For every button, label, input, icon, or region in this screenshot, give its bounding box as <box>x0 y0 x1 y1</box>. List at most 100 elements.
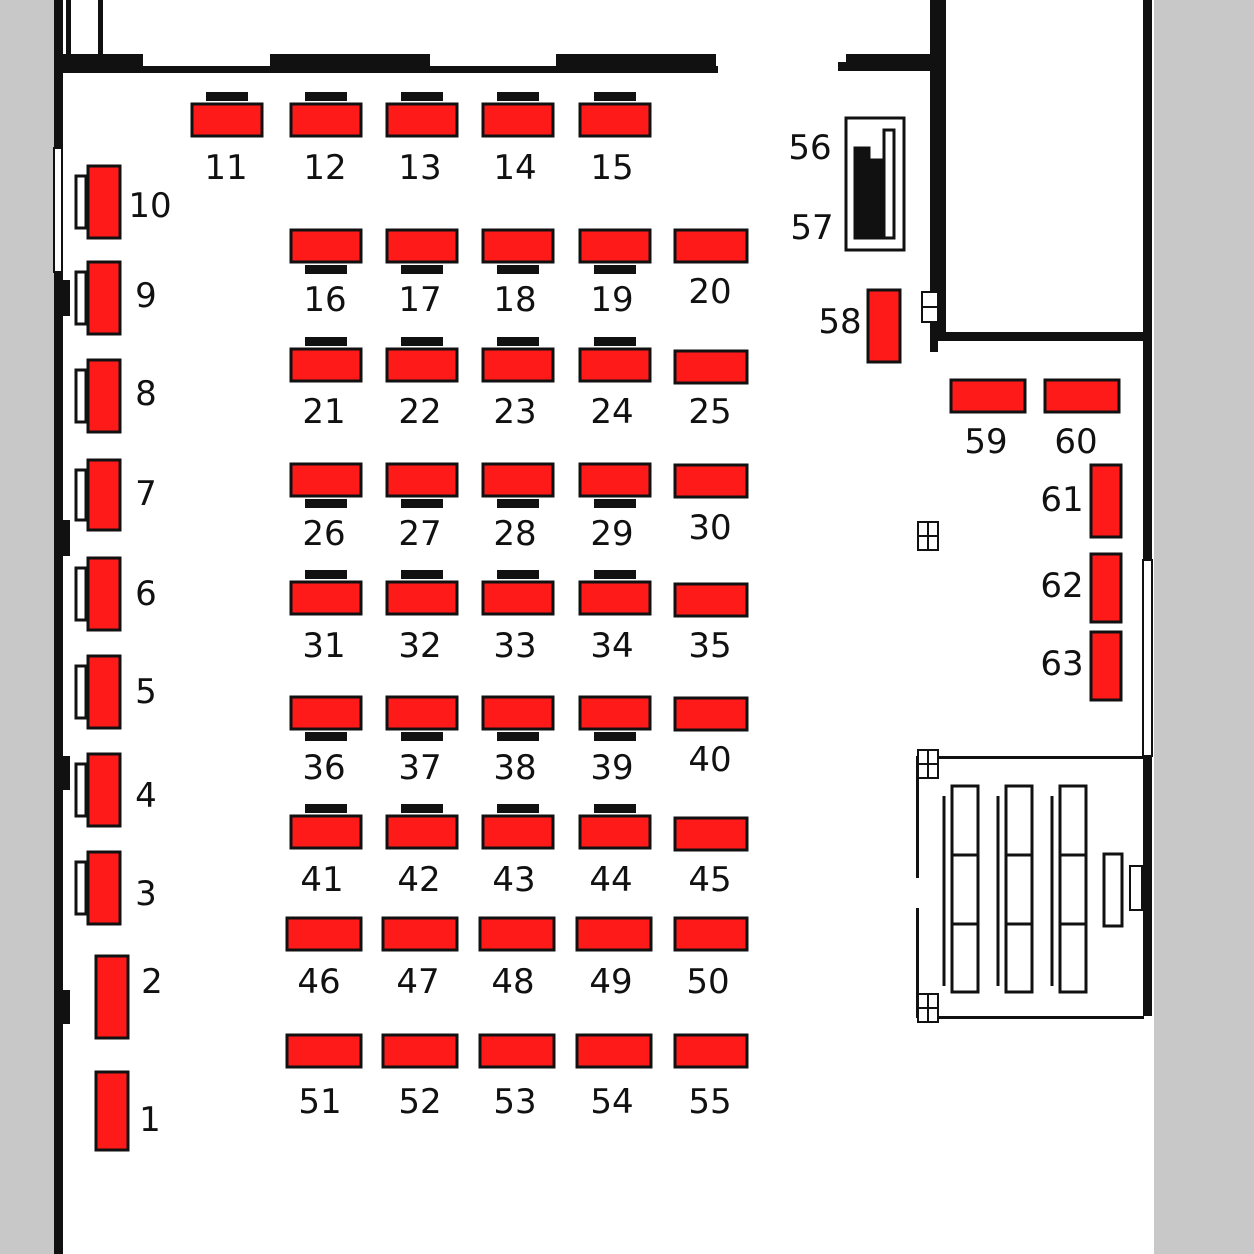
desk-48[interactable] <box>478 916 556 952</box>
chair-6 <box>74 566 88 622</box>
desk-17[interactable] <box>385 228 459 264</box>
desk-3[interactable] <box>86 850 122 926</box>
desk-50[interactable] <box>673 916 749 952</box>
desk-52[interactable] <box>381 1033 459 1069</box>
desk-32[interactable] <box>385 580 459 616</box>
desk-54[interactable] <box>575 1033 653 1069</box>
desk-12[interactable] <box>289 102 363 138</box>
desk-53[interactable] <box>478 1033 556 1069</box>
desk-29[interactable] <box>578 462 652 498</box>
desk-5[interactable] <box>86 654 122 730</box>
chair-24 <box>594 337 636 346</box>
desk-label-58: 58 <box>818 302 862 342</box>
desk-label-28: 28 <box>493 514 537 554</box>
desk-16[interactable] <box>289 228 363 264</box>
desk-label-43: 43 <box>492 860 536 900</box>
desk-label-45: 45 <box>688 860 732 900</box>
desk-37[interactable] <box>385 695 459 731</box>
chair-37 <box>401 732 443 741</box>
chair-3 <box>74 860 88 916</box>
desk-25[interactable] <box>673 349 749 385</box>
desk-2[interactable] <box>94 954 130 1040</box>
desk-34[interactable] <box>578 580 652 616</box>
desk-18[interactable] <box>481 228 555 264</box>
desk-55[interactable] <box>673 1033 749 1069</box>
desk-19[interactable] <box>578 228 652 264</box>
desk-47[interactable] <box>381 916 459 952</box>
desk-label-15: 15 <box>590 148 634 188</box>
desk-13[interactable] <box>385 102 459 138</box>
chair-39 <box>594 732 636 741</box>
desk-10[interactable] <box>86 164 122 240</box>
desk-6[interactable] <box>86 556 122 632</box>
desk-label-42: 42 <box>397 860 441 900</box>
desk-label-10: 10 <box>128 186 172 226</box>
desk-33[interactable] <box>481 580 555 616</box>
desk-15[interactable] <box>578 102 652 138</box>
desk-label-50: 50 <box>686 962 730 1002</box>
desk-label-47: 47 <box>396 962 440 1002</box>
desk-4[interactable] <box>86 752 122 828</box>
desk-61[interactable] <box>1089 463 1123 539</box>
desk-9[interactable] <box>86 260 122 336</box>
desk-63[interactable] <box>1089 630 1123 702</box>
desk-23[interactable] <box>481 347 555 383</box>
desk-label-25: 25 <box>688 392 732 432</box>
desk-40[interactable] <box>673 696 749 732</box>
desk-7[interactable] <box>86 458 122 532</box>
desk-24[interactable] <box>578 347 652 383</box>
desk-label-22: 22 <box>398 392 442 432</box>
desk-42[interactable] <box>385 814 459 850</box>
desk-label-39: 39 <box>590 748 634 788</box>
chair-13 <box>401 92 443 101</box>
desk-39[interactable] <box>578 695 652 731</box>
desk-60[interactable] <box>1043 378 1121 414</box>
desk-label-19: 19 <box>590 280 634 320</box>
desk-45[interactable] <box>673 816 749 852</box>
desk-22[interactable] <box>385 347 459 383</box>
desk-59[interactable] <box>949 378 1027 414</box>
desk-label-18: 18 <box>493 280 537 320</box>
desk-14[interactable] <box>481 102 555 138</box>
desk-43[interactable] <box>481 814 555 850</box>
chair-38 <box>497 732 539 741</box>
desk-21[interactable] <box>289 347 363 383</box>
desk-1[interactable] <box>94 1070 130 1152</box>
desk-label-34: 34 <box>590 626 634 666</box>
desk-36[interactable] <box>289 695 363 731</box>
desk-label-33: 33 <box>493 626 537 666</box>
desk-58[interactable] <box>866 288 902 364</box>
desk-35[interactable] <box>673 582 749 618</box>
desk-41[interactable] <box>289 814 363 850</box>
desk-49[interactable] <box>575 916 653 952</box>
desk-label-55: 55 <box>688 1082 732 1122</box>
chair-34 <box>594 570 636 579</box>
desk-27[interactable] <box>385 462 459 498</box>
desk-label-62: 62 <box>1040 566 1084 606</box>
desk-31[interactable] <box>289 580 363 616</box>
desk-26[interactable] <box>289 462 363 498</box>
desk-label-26: 26 <box>302 514 346 554</box>
chair-5 <box>74 664 88 720</box>
chair-4 <box>74 762 88 818</box>
desk-30[interactable] <box>673 463 749 499</box>
chair-32 <box>401 570 443 579</box>
desk-label-21: 21 <box>302 392 346 432</box>
desk-label-54: 54 <box>590 1082 634 1122</box>
desk-8[interactable] <box>86 358 122 434</box>
desk-38[interactable] <box>481 695 555 731</box>
desk-label-23: 23 <box>493 392 537 432</box>
chair-41 <box>305 804 347 813</box>
desk-20[interactable] <box>673 228 749 264</box>
desk-label-24: 24 <box>590 392 634 432</box>
chair-23 <box>497 337 539 346</box>
desk-62[interactable] <box>1089 552 1123 624</box>
desk-46[interactable] <box>285 916 363 952</box>
desk-44[interactable] <box>578 814 652 850</box>
desk-label-7: 7 <box>135 474 157 514</box>
desk-28[interactable] <box>481 462 555 498</box>
desk-label-38: 38 <box>493 748 537 788</box>
desk-51[interactable] <box>285 1033 363 1069</box>
desk-11[interactable] <box>190 102 264 138</box>
